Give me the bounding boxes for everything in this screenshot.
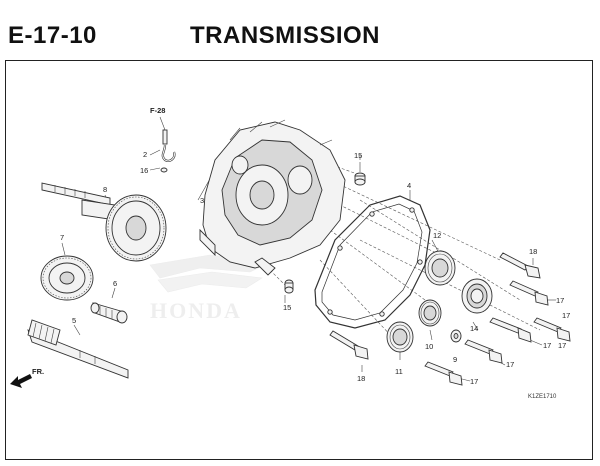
part-17-bolt-2[interactable]	[489, 317, 532, 343]
part-12-bearing[interactable]	[424, 250, 456, 286]
part-8-driven-shaft-gear[interactable]	[41, 182, 167, 262]
callout-18-lower: 18	[357, 374, 365, 383]
callout-2: 2	[143, 150, 147, 159]
part-18-bolt-upper[interactable]	[499, 252, 541, 279]
callout-10: 10	[425, 342, 433, 351]
part-7-gear[interactable]	[40, 255, 94, 301]
part-18-bolt-lower[interactable]	[329, 330, 369, 360]
honda-watermark: HONDA	[149, 254, 272, 323]
part-10-bearing[interactable]	[418, 299, 442, 327]
part-5-countershaft[interactable]	[27, 319, 129, 379]
callout-18-upper: 18	[529, 247, 537, 256]
page-title: TRANSMISSION	[190, 22, 381, 49]
callout-15-lower: 15	[283, 303, 291, 312]
callout-9: 9	[453, 355, 457, 364]
callout-15-upper: 15	[354, 151, 362, 160]
section-code: E-17-10	[8, 22, 97, 49]
callout-7: 7	[60, 233, 64, 242]
callout-17-a: 17	[556, 296, 564, 305]
callout-17-c: 17	[558, 341, 566, 350]
part-15-dowel-pin-upper[interactable]	[354, 172, 366, 186]
callout-8: 8	[103, 185, 107, 194]
diagram-code: K1ZE1710	[528, 394, 557, 400]
callout-17-e: 17	[470, 377, 478, 386]
callout-6: 6	[113, 279, 117, 288]
callout-17-d: 17	[506, 360, 514, 369]
part-9-nut[interactable]	[450, 329, 462, 343]
part-14-oil-seal[interactable]	[461, 278, 493, 314]
part-3-transmission-case[interactable]	[199, 119, 346, 276]
callout-11: 11	[395, 367, 403, 376]
part-17-bolt-5[interactable]	[424, 361, 463, 386]
callout-16: 16	[140, 166, 148, 175]
callout-12: 12	[433, 231, 441, 240]
callout-3: 3	[200, 196, 204, 205]
part-17-bolt-3[interactable]	[533, 317, 571, 342]
part-17-bolt-1[interactable]	[509, 280, 549, 306]
diagram-frame	[5, 60, 593, 460]
callout-5: 5	[72, 316, 76, 325]
part-11-bearing[interactable]	[386, 321, 414, 353]
watermark-text: HONDA	[150, 298, 242, 323]
reference-label: F-28	[150, 106, 165, 115]
header: E-17-10 TRANSMISSION	[0, 0, 600, 50]
callout-14: 14	[470, 324, 478, 333]
callout-17-f: 17	[562, 311, 570, 320]
part-17-bolt-4[interactable]	[464, 339, 503, 364]
part-2-breather-tube[interactable]	[161, 129, 176, 162]
part-6-pinion[interactable]	[90, 302, 128, 324]
part-16-clip[interactable]	[160, 167, 168, 173]
callout-4: 4	[407, 181, 411, 190]
callout-17-b: 17	[543, 341, 551, 350]
part-15-dowel-pin-lower[interactable]	[284, 279, 294, 294]
front-direction-arrow: FR.	[10, 367, 44, 388]
direction-label: FR.	[32, 367, 44, 376]
